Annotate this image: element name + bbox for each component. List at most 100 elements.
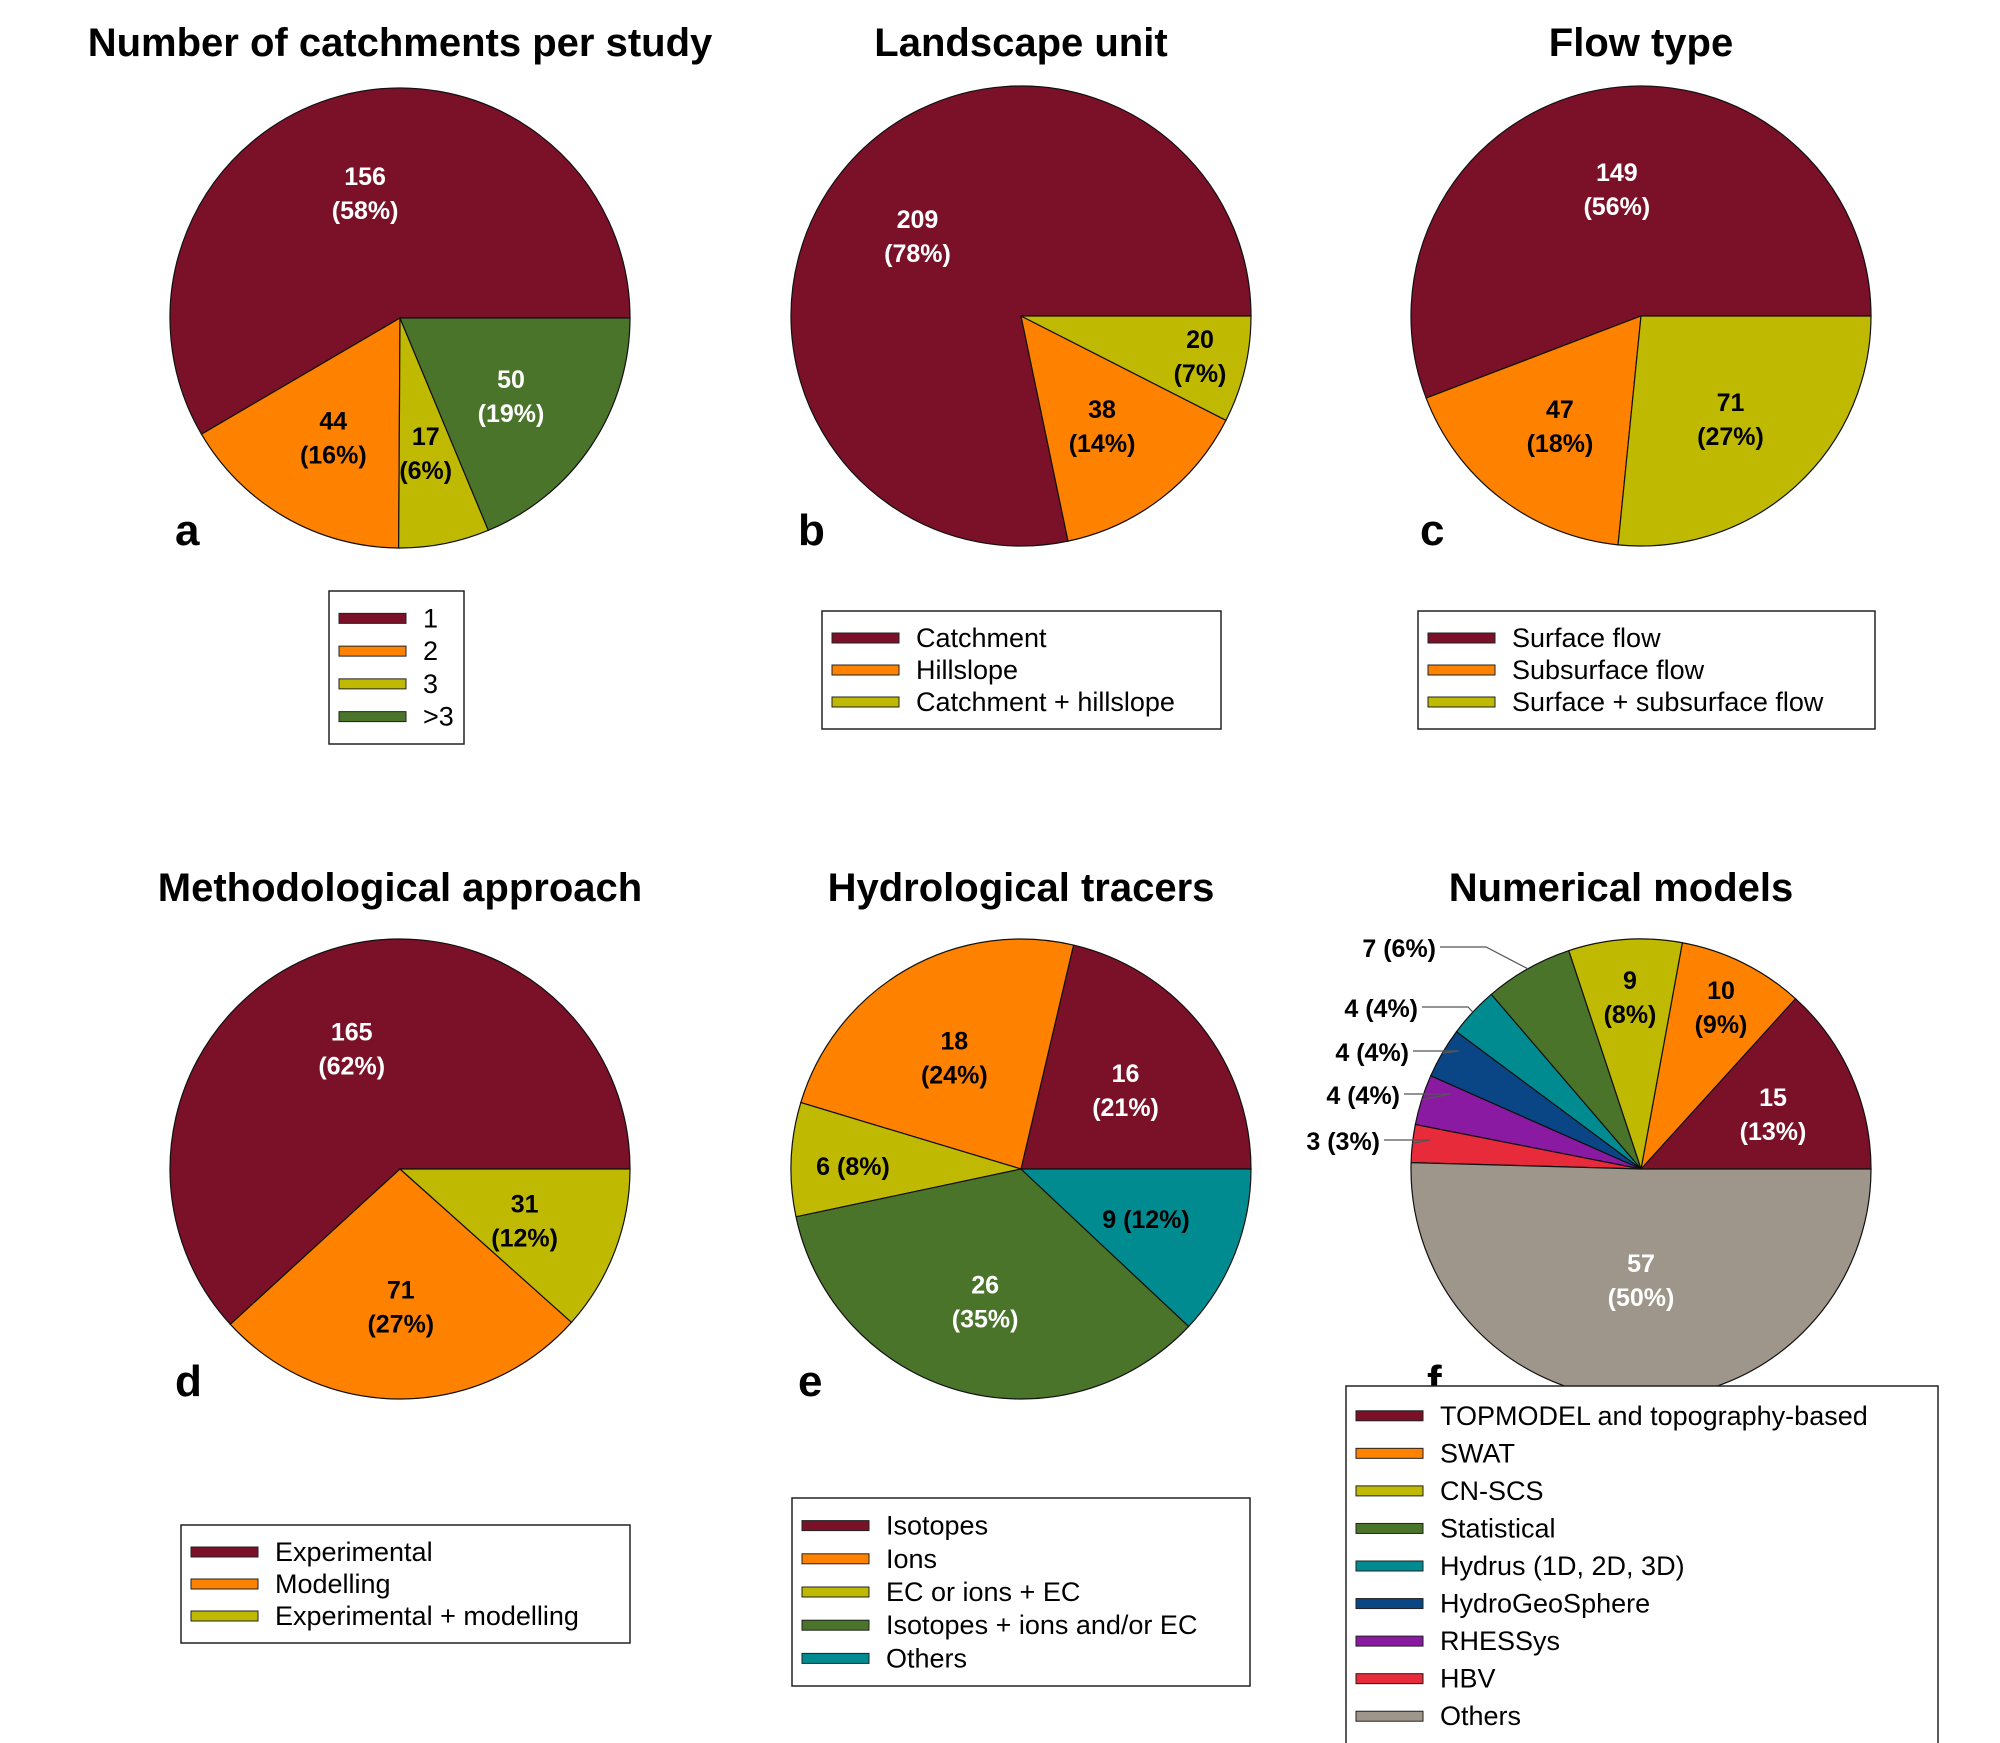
legend-swatch (1355, 1635, 1424, 1647)
pie-slice-topmodel-and-topography-based (1639, 997, 1872, 1170)
legend-swatch (1355, 1410, 1424, 1422)
legend-swatch (1355, 1560, 1424, 1572)
legend-label: Isotopes (886, 1511, 988, 1541)
legend-swatch (338, 711, 407, 723)
slice-label: 9 (12%) (1102, 1206, 1190, 1234)
legend-label: Others (886, 1643, 967, 1673)
legend-swatch (1355, 1447, 1424, 1459)
pie-slice-catchment-hillslope (1020, 315, 1252, 422)
legend: 123>3 (328, 590, 465, 745)
slice-value-label: 17 (412, 423, 440, 451)
slice-percent-label: (7%) (1174, 360, 1227, 388)
legend-label: Catchment (916, 623, 1047, 653)
slice-label: 6 (8%) (816, 1153, 890, 1181)
slice-value-label: 47 (1546, 396, 1574, 424)
slice-value-label: 18 (940, 1027, 968, 1055)
legend-label: HydroGeoSphere (1440, 1589, 1650, 1619)
slice-percent-label: (19%) (478, 400, 545, 428)
legend-label: Hillslope (916, 655, 1018, 685)
legend-swatch (801, 1619, 870, 1631)
legend-label: Subsurface flow (1512, 655, 1705, 685)
legend: TOPMODEL and topography-basedSWATCN-SCSS… (1345, 1385, 1939, 1743)
slice-label: 3 (3%) (1306, 1128, 1380, 1156)
pie-slice-modelling (229, 1168, 573, 1400)
panel-letter: a (175, 506, 200, 555)
pie-slice-1 (169, 87, 631, 435)
legend-label: Catchment + hillslope (916, 687, 1175, 717)
legend-swatch (190, 1546, 259, 1558)
pie-slice-subsurface-flow (1425, 315, 1642, 546)
slice-percent-label: (24%) (921, 1061, 988, 1089)
slice-value-label: 50 (497, 366, 525, 394)
legend-label: Hydrus (1D, 2D, 3D) (1440, 1551, 1685, 1581)
slice-value-label: 20 (1186, 326, 1214, 354)
legend-label: Experimental (275, 1537, 433, 1567)
slice-percent-label: (27%) (367, 1310, 434, 1338)
legend-swatch (1355, 1485, 1424, 1497)
legend-swatch (1355, 1522, 1424, 1534)
legend-label: TOPMODEL and topography-based (1440, 1401, 1868, 1431)
pie (169, 87, 631, 549)
legend-swatch (801, 1553, 870, 1565)
slice-percent-label: (35%) (952, 1305, 1019, 1333)
chart-panel-d: Methodological approachd165(62%)71(27%)3… (158, 866, 642, 1644)
legend-swatch (338, 612, 407, 624)
legend-label: RHESSys (1440, 1626, 1560, 1656)
legend-label: 1 (423, 603, 438, 633)
legend-label: CN-SCS (1440, 1476, 1544, 1506)
label-leader-line (1384, 1139, 1431, 1145)
chart-title: Number of catchments per study (88, 21, 713, 65)
legend-swatch (831, 664, 900, 676)
slice-value-label: 156 (344, 163, 386, 191)
slice-value-label: 149 (1596, 159, 1638, 187)
slice-percent-label: (18%) (1527, 430, 1594, 458)
legend-label: Ions (886, 1544, 937, 1574)
chart-title: Flow type (1549, 21, 1733, 65)
legend-label: EC or ions + EC (886, 1577, 1080, 1607)
slice-value-label: 71 (387, 1276, 415, 1304)
legend-label: Surface + subsurface flow (1512, 687, 1824, 717)
legend-label: HBV (1440, 1664, 1496, 1694)
panels: Number of catchments per studya156(58%)4… (88, 21, 1939, 1743)
legend-swatch (1427, 632, 1496, 644)
pie-slice-others (1019, 1168, 1252, 1328)
pie-slice-swat (1640, 942, 1797, 1171)
pie-slice-isotopes (1020, 944, 1252, 1170)
legend-box (1345, 1385, 1939, 1743)
chart-panel-c: Flow typec149(56%)47(18%)71(27%)Surface … (1410, 21, 1876, 730)
pie-slice-3 (399, 317, 631, 532)
legend-swatch (801, 1520, 870, 1532)
legend-label: 2 (423, 636, 438, 666)
slice-value-label: 165 (331, 1019, 373, 1047)
slice-percent-label: (56%) (1583, 193, 1650, 221)
pie (169, 938, 631, 1400)
slice-percent-label: (16%) (300, 442, 367, 470)
slice-label: 4 (4%) (1344, 995, 1418, 1023)
panel-letter: b (798, 506, 825, 555)
legend-swatch (1427, 696, 1496, 708)
slice-value-label: 209 (897, 206, 939, 234)
legend-swatch (1427, 664, 1496, 676)
pie (1410, 85, 1872, 547)
slice-percent-label: (62%) (318, 1053, 385, 1081)
chart-title: Hydrological tracers (828, 866, 1215, 910)
panel-letter: d (175, 1357, 202, 1406)
legend-swatch (831, 632, 900, 644)
legend-label: Modelling (275, 1569, 391, 1599)
slice-percent-label: (8%) (1604, 1001, 1657, 1029)
slice-percent-label: (6%) (399, 457, 452, 485)
legend-swatch (1355, 1598, 1424, 1610)
legend-label: Surface flow (1512, 623, 1661, 653)
slice-percent-label: (78%) (884, 240, 951, 268)
slice-percent-label: (13%) (1740, 1118, 1807, 1146)
pie-slice-hillslope (1020, 314, 1227, 542)
legend-label: Others (1440, 1701, 1521, 1731)
slice-value-label: 9 (1623, 967, 1637, 995)
legend-swatch (338, 645, 407, 657)
slice-value-label: 57 (1627, 1250, 1655, 1278)
slice-value-label: 44 (319, 408, 347, 436)
